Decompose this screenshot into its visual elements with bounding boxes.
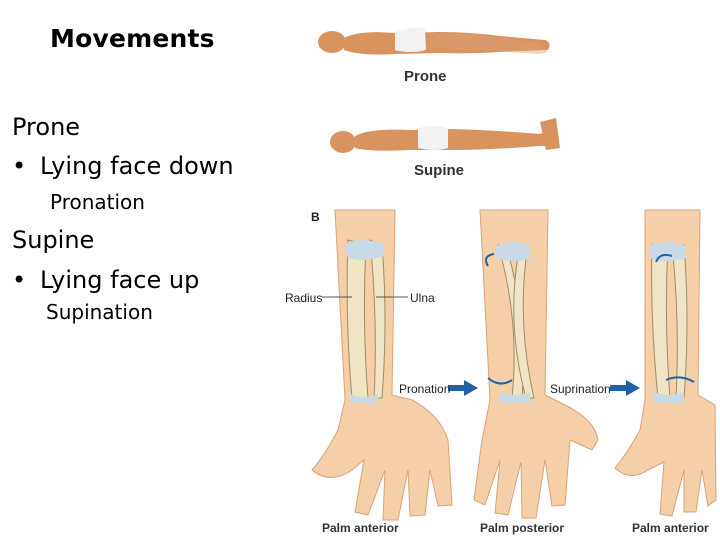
slide-title: Movements (50, 24, 215, 53)
bullet-dot: • (12, 152, 27, 180)
heading-supine: Supine (12, 226, 95, 254)
label-prone: Prone (404, 68, 447, 85)
heading-prone: Prone (12, 113, 81, 141)
label-ulna: Ulna (410, 291, 435, 305)
forearm-palm-posterior (473, 209, 599, 519)
label-palm-anterior-2: Palm anterior (632, 521, 709, 535)
label-suprination: Suprination (550, 382, 611, 396)
panel-letter: B (311, 210, 320, 224)
label-radius: Radius (285, 291, 323, 305)
bullet-prone-text: Lying face down (40, 152, 234, 180)
pronation-arrow (448, 380, 478, 396)
forearm-palm-anterior-1 (311, 209, 453, 521)
suprination-arrow (610, 380, 640, 396)
bullet-supine-text: Lying face up (40, 266, 200, 294)
label-palm-anterior-1: Palm anterior (322, 521, 399, 535)
bullet-prone: • Lying face down (12, 152, 234, 180)
forearm-palm-anterior-2 (614, 209, 717, 517)
subterm-pronation: Pronation (50, 190, 145, 214)
bullet-dot: • (12, 266, 27, 294)
bullet-supine: • Lying face up (12, 266, 199, 294)
prone-body (318, 27, 550, 55)
subterm-supination: Supination (46, 300, 153, 324)
label-pronation: Pronation (399, 382, 451, 396)
label-palm-posterior: Palm posterior (480, 521, 565, 535)
label-supine: Supine (414, 162, 465, 179)
supine-body (330, 118, 560, 153)
